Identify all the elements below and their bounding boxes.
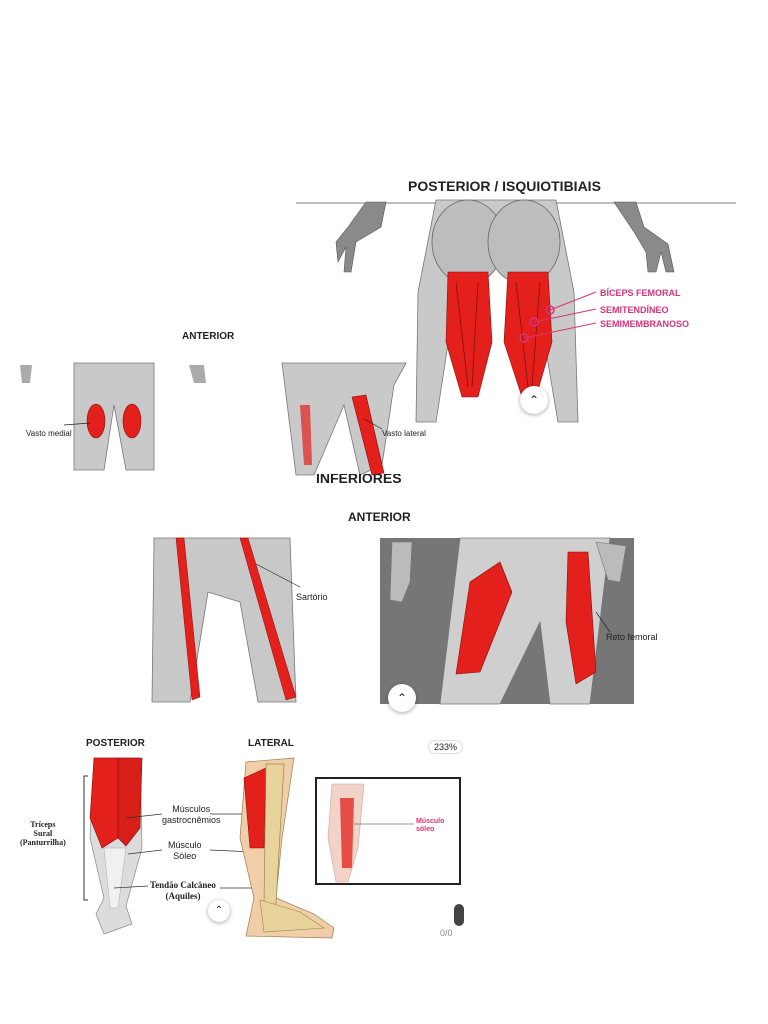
side-label-triceps: Tríceps Sural (Panturrilha): [20, 820, 66, 847]
label-semitendineo: SEMITENDÍNEO: [600, 305, 669, 315]
collapse-button[interactable]: ⌃: [208, 900, 230, 922]
chevron-up-icon: ⌃: [528, 393, 540, 407]
label-soleo-line2: Sóleo: [173, 851, 197, 861]
side-label-line2: Sural: [33, 829, 53, 838]
label-tendao-line2: (Aquiles): [165, 891, 201, 901]
chevron-up-icon: ⌃: [396, 691, 408, 705]
label-gastrocnemios: Músculos gastrocnêmios: [162, 804, 221, 826]
collapse-button[interactable]: ⌃: [388, 684, 416, 712]
label-semimembranoso: SEMIMEMBRANOSO: [600, 319, 690, 329]
hamstrings-title: POSTERIOR / ISQUIOTIBIAIS: [408, 178, 601, 194]
partial-heading: INFERIORES: [316, 474, 402, 485]
side-label-line3: (Panturrilha): [20, 838, 66, 847]
label-gastro-line1: Músculos: [172, 804, 211, 814]
label-gastro-line2: gastrocnêmios: [162, 815, 221, 825]
hamstrings-panel: POSTERIOR / ISQUIOTIBIAIS BÍCEPS FEMORAL…: [296, 172, 752, 462]
inset-label-soleo: Músculo sóleo: [416, 818, 444, 834]
inset-label-line2: sóleo: [416, 826, 435, 833]
vastus-title: ANTERIOR: [182, 331, 235, 342]
collapse-button[interactable]: ⌃: [520, 386, 548, 414]
label-reto-femoral: Reto femoral: [606, 632, 658, 642]
side-label-line1: Tríceps: [30, 820, 56, 829]
label-tendao-line1: Tendão Calcâneo: [150, 880, 216, 890]
thigh-figure: [151, 537, 634, 705]
inset-label-line1: Músculo: [416, 818, 445, 825]
label-biceps-femoral: BÍCEPS FEMORAL: [600, 288, 681, 298]
calf-figure: [83, 757, 461, 939]
label-vasto-lateral: Vasto lateral: [382, 429, 426, 438]
scroll-handle[interactable]: [454, 904, 464, 926]
label-vasto-medial: Vasto medial: [26, 429, 72, 438]
calf-title-lateral: LATERAL: [248, 738, 294, 749]
thigh-panel: INFERIORES ANTERIOR Sartório Reto femora…: [140, 472, 674, 720]
calf-title-posterior: POSTERIOR: [86, 738, 145, 749]
calf-panel: POSTERIOR LATERAL 233% Tríceps Sura: [14, 728, 474, 944]
label-soleo: Músculo Sóleo: [168, 840, 202, 862]
zoom-badge[interactable]: 233%: [428, 740, 464, 754]
label-soleo-line1: Músculo: [168, 840, 202, 850]
label-tendao: Tendão Calcâneo (Aquiles): [150, 880, 216, 902]
hamstrings-figure: [296, 199, 736, 423]
page-indicator: 0/0: [440, 928, 453, 938]
chevron-up-icon: ⌃: [214, 905, 224, 916]
thigh-title: ANTERIOR: [348, 510, 411, 524]
vastus-figure: [20, 362, 407, 476]
vastus-panel: ANTERIOR Vasto medial Vasto lateral: [14, 325, 446, 485]
label-sartorio: Sartório: [296, 592, 328, 602]
